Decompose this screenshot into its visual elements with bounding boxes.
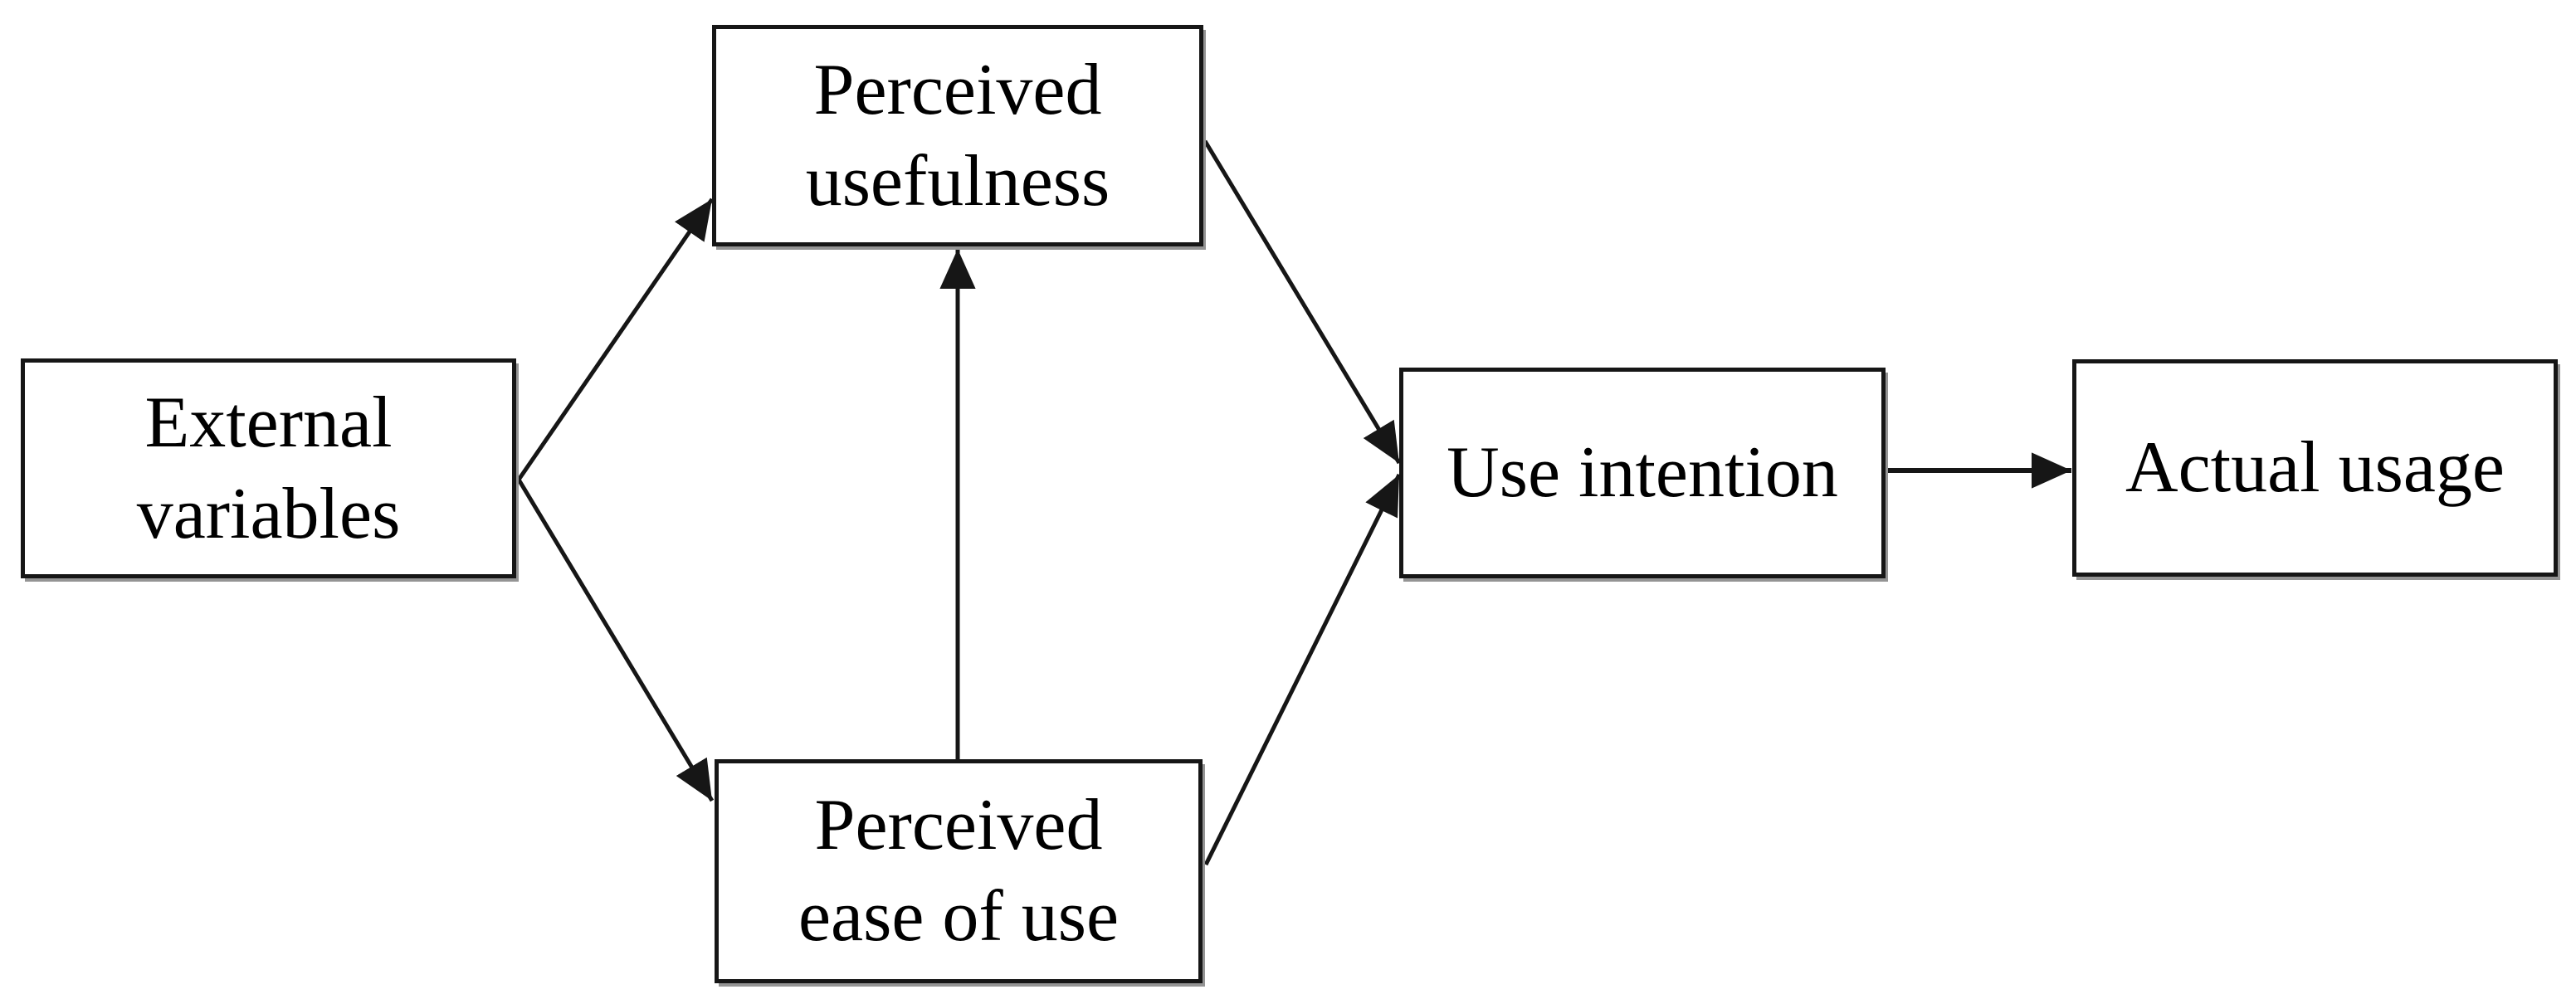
node-label-line: variables <box>136 473 401 554</box>
edge-ease-to-intention <box>1203 473 1402 866</box>
node-actual-usage: Actual usage <box>2072 359 2558 577</box>
edge-external-to-ease <box>516 478 715 802</box>
node-perceived-usefulness: Perceived usefulness <box>712 25 1203 246</box>
node-label-line: External <box>144 382 393 463</box>
node-use-intention: Use intention <box>1399 368 1886 578</box>
edge-usefulness-to-intention <box>1203 139 1402 465</box>
node-label-line: Perceived <box>813 49 1102 130</box>
node-label-line: Actual usage <box>2125 427 2505 508</box>
node-label-line: Perceived <box>814 785 1103 865</box>
node-label-line: usefulness <box>805 140 1110 222</box>
node-perceived-ease-of-use: Perceived ease of use <box>715 759 1203 983</box>
node-external-variables: External variables <box>21 358 516 578</box>
node-label-line: Use intention <box>1447 432 1838 513</box>
node-label-line: ease of use <box>798 876 1120 957</box>
edge-external-to-usefulness <box>516 197 715 481</box>
